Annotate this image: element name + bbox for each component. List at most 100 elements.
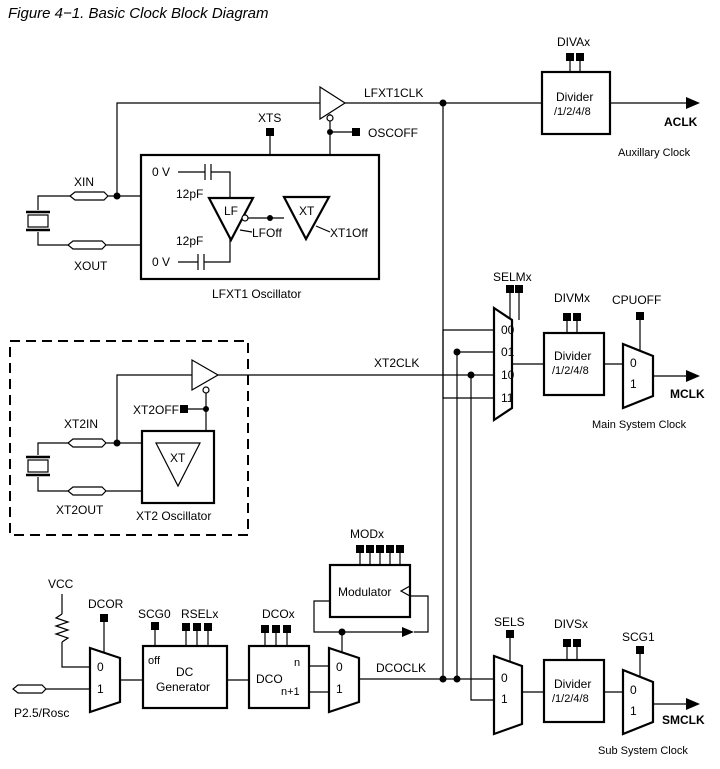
divsx-label: DIVSx: [554, 617, 588, 631]
mux-input-11: 11: [501, 391, 514, 405]
smclk-label: SMCLK: [662, 713, 705, 727]
xt2-buffer: [191, 358, 220, 392]
rosc-resistor: [54, 613, 70, 643]
dcoclk-label: DCOCLK: [376, 661, 426, 675]
cpuoff-pin: [636, 312, 644, 320]
smclk-section: 0 1 SELS Divider /1/2/4/8 DIVSx 0 1 SCG1…: [492, 615, 705, 757]
crystal-bottom-wire: [37, 232, 68, 246]
dcor-mux-in0: 0: [97, 660, 104, 674]
scg1-mux: [621, 668, 655, 736]
xt2-crystal-bottom-wire: [37, 477, 68, 492]
dcor-mux: [88, 646, 122, 714]
xt2clk-label: XT2CLK: [374, 356, 419, 370]
lf-enable-bubble: [241, 214, 249, 222]
cap-bottom-wire-right: [204, 238, 231, 263]
cap-bottom-label: 12pF: [176, 234, 203, 248]
xt1-amplifier: [282, 195, 331, 242]
xout-label: XOUT: [74, 259, 108, 273]
xt2off-pin: [180, 405, 188, 413]
dco-n-label: n: [294, 657, 300, 669]
xt2-crystal-body: [27, 459, 49, 473]
aclk-divider-line1: Divider: [556, 90, 593, 104]
smclk-divider-line2: /1/2/4/8: [552, 693, 589, 705]
aclk-divider-line2: /1/2/4/8: [554, 106, 591, 118]
aclk-label: ACLK: [664, 115, 698, 129]
oscoff-label: OSCOFF: [368, 126, 418, 140]
xin-pin: [69, 191, 141, 201]
sels-mux: [492, 654, 524, 736]
lfoff-label: LFOff: [252, 226, 282, 240]
dco-box: [247, 644, 311, 710]
xt2off-bubble: [202, 386, 210, 394]
sels-pin: [506, 630, 514, 638]
lfxt1-oscillator-label: LFXT1 Oscillator: [212, 287, 301, 301]
xts-junction: [267, 215, 273, 221]
modx-pin-1: [356, 545, 364, 553]
lfxt1-buffer: [319, 85, 347, 121]
dc-generator-box: [141, 644, 229, 710]
xt2out-pin: [67, 486, 142, 496]
xout-pin: [67, 240, 141, 250]
xt2clk-to-sels-1: [470, 375, 494, 701]
mux-input-01: 01: [501, 345, 515, 359]
mclk-divider-line2: /1/2/4/8: [552, 365, 589, 377]
dco-n1-label: n+1: [281, 686, 300, 698]
mux-input-10: 10: [501, 368, 515, 382]
xt2out-label: XT2OUT: [56, 503, 104, 517]
dco-output-mux: [327, 646, 361, 714]
dcor-label: DCOR: [88, 597, 124, 611]
rselx-pin-3: [204, 623, 212, 631]
selmx-pin-a: [506, 285, 514, 293]
sels-mux-in1: 1: [501, 692, 508, 706]
sub-clock-label: Sub System Clock: [598, 745, 688, 757]
xts-pin: [266, 128, 274, 136]
dco-mux-in1: 1: [336, 682, 343, 696]
modulator-clock-input: [399, 584, 411, 598]
sels-label: SELS: [494, 615, 525, 629]
clock-bus: [442, 103, 494, 701]
cpuoff-mux-in1: 1: [630, 377, 637, 391]
divmx-pin-b: [573, 313, 581, 321]
smclk-arrow: [686, 698, 700, 710]
aux-clock-label: Auxillary Clock: [618, 147, 691, 159]
cpuoff-mux-in0: 0: [630, 356, 637, 370]
mclk-arrow: [686, 370, 700, 382]
xt2-crystal-top-wire: [37, 442, 68, 455]
crystal-body: [27, 214, 49, 228]
dco-mux-in0: 0: [336, 660, 343, 674]
modulator-return-wire: [410, 595, 429, 633]
xin-junction: [113, 192, 121, 200]
scg1-label: SCG1: [622, 630, 655, 644]
rselx-pin-1: [182, 623, 190, 631]
xts-label: XTS: [258, 111, 281, 125]
crystal-top-wire: [37, 195, 70, 210]
zero-v-top-label: 0 V: [152, 165, 170, 179]
zero-v-bottom-label: 0 V: [152, 255, 170, 269]
cap-top-label: 12pF: [176, 187, 203, 201]
lfxt1-section: LFXT1CLK OSCOFF XTS LFXT1 Oscillator 0 V…: [26, 35, 700, 301]
aclk-divider-box: [540, 70, 612, 136]
cap-top-wire-right: [211, 171, 231, 200]
dc-generator-line2: Generator: [156, 680, 210, 694]
divax-label: DIVAx: [557, 35, 590, 49]
dcor-pin: [100, 614, 108, 622]
figure-caption: Figure 4−1. Basic Clock Block Diagram: [8, 5, 269, 22]
dcox-pin-2: [272, 625, 280, 633]
rselx-pin-2: [193, 623, 201, 631]
xt2-optional-boundary: [9, 340, 249, 536]
smclk-divider-line1: Divider: [554, 677, 591, 691]
xt1off-wire: [315, 225, 331, 233]
cpuoff-label: CPUOFF: [612, 293, 661, 307]
lfxt1clk-label: LFXT1CLK: [364, 86, 423, 100]
p25-rosc-label: P2.5/Rosc: [14, 706, 69, 720]
scg1-pin: [636, 646, 644, 654]
selmx-label: SELMx: [493, 270, 532, 284]
mux-input-00: 00: [501, 323, 515, 337]
xin-label: XIN: [74, 175, 94, 189]
dcoclk-junction-b: [453, 675, 461, 683]
scg0-pin: [151, 622, 159, 630]
selmx-pin-b: [515, 285, 523, 293]
dc-off-label: off: [148, 655, 161, 667]
xt2-amp-label: XT: [170, 451, 186, 465]
